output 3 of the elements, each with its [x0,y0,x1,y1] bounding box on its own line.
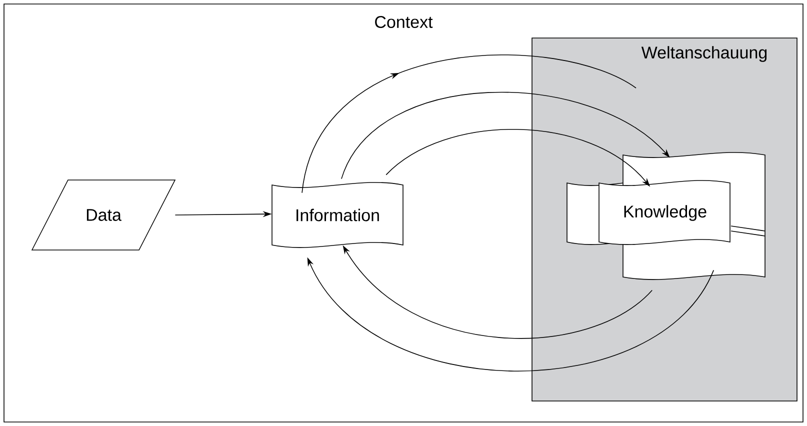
document-stack-drawing: Knowledge [566,152,766,280]
arrow [341,92,670,180]
arrow [302,54,636,194]
